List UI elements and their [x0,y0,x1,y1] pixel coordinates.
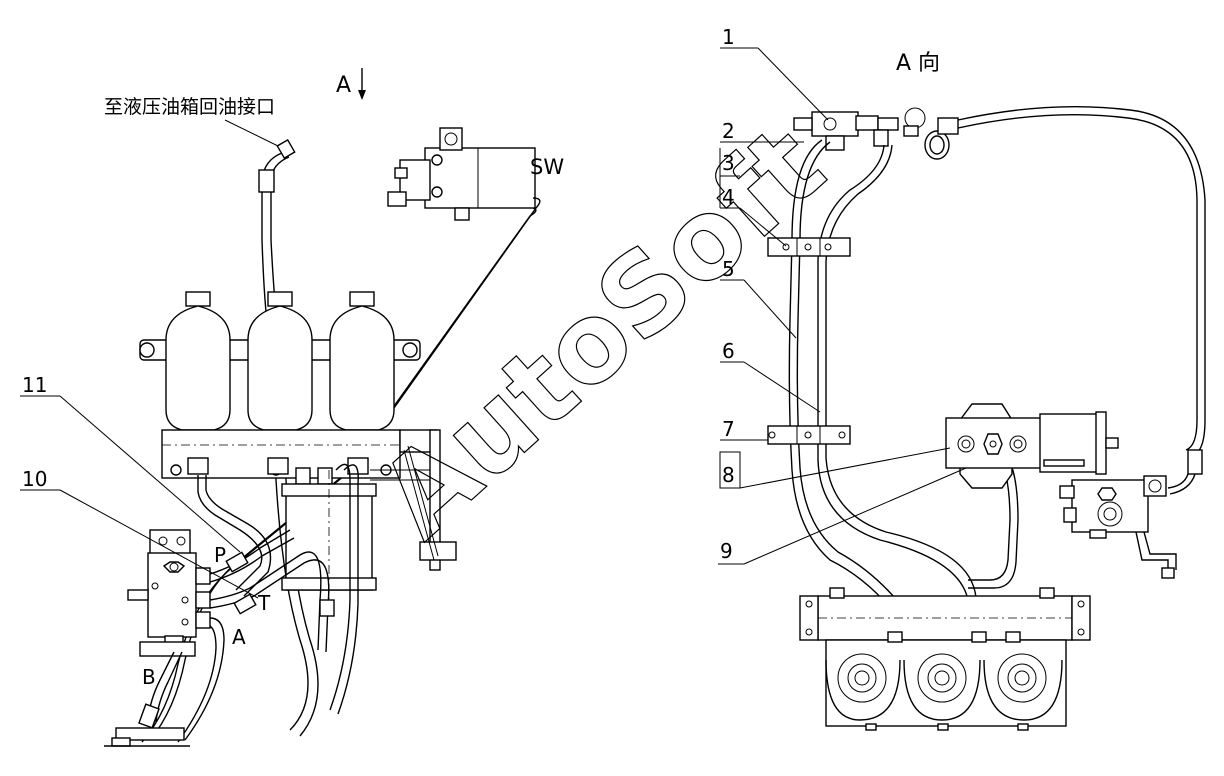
callout-4: 4 [720,185,787,247]
callout-3: 3 [719,148,740,208]
callout-6: 6 [720,339,821,413]
callout-9: 9 [718,467,967,565]
filter-1 [825,653,901,721]
svg-text:7: 7 [722,417,735,441]
svg-text:9: 9 [720,539,733,563]
clamp-lower [767,425,851,445]
svg-text:10: 10 [22,467,47,491]
return-annotation: 至液压油箱回油接口 [104,96,275,118]
accumulator-3 [329,291,395,431]
port-label-b: B [142,665,156,689]
filter-3 [983,653,1063,721]
mount-bracket [370,429,457,571]
sw-valve: SW [387,127,564,221]
view-label-a-direction: A 向 [896,51,940,76]
svg-text:6: 6 [722,339,735,363]
pump-motor [945,403,1119,489]
callout-7: 7 [720,417,768,441]
callout-1: 1 [720,25,829,121]
svg-text:5: 5 [722,257,735,281]
callout-11: 11 [20,373,241,553]
view-arrow [358,68,366,100]
svg-text:1: 1 [722,25,735,49]
accumulator-1 [165,291,231,431]
side-valve [1059,475,1177,579]
accumulator-2 [247,291,313,431]
callout-8: 8 [719,447,951,489]
callout-2: 2 [720,119,804,143]
port-label-a: A [232,625,246,649]
callout-10: 10 [20,467,259,599]
sw-label: SW [530,155,564,179]
loop-hose [957,105,1206,495]
left-view: A 至液压油箱回油接口 SW [20,68,564,747]
filter-2 [903,653,981,721]
top-fitting-block [793,107,959,160]
svg-text:2: 2 [722,119,735,143]
callout-5: 5 [720,257,797,339]
svg-text:8: 8 [722,463,735,487]
svg-text:3: 3 [722,151,735,175]
return-leader [224,119,279,147]
vertical-hoses [788,139,1019,665]
port-label-t: T [257,591,271,615]
svg-text:11: 11 [22,373,47,397]
accumulator-group [139,291,421,485]
manifold-block [127,529,211,657]
sw-hose [141,197,541,743]
svg-text:4: 4 [722,185,735,209]
port-label-p: P [214,543,226,567]
filter-bank [799,587,1091,731]
view-label-a: A [336,73,351,98]
clamp-upper [767,237,851,257]
right-view: A 向 [718,25,1206,731]
manifold-hoses [138,529,330,743]
accumulator-hoses [197,463,359,715]
bottom-bracket [104,599,335,747]
